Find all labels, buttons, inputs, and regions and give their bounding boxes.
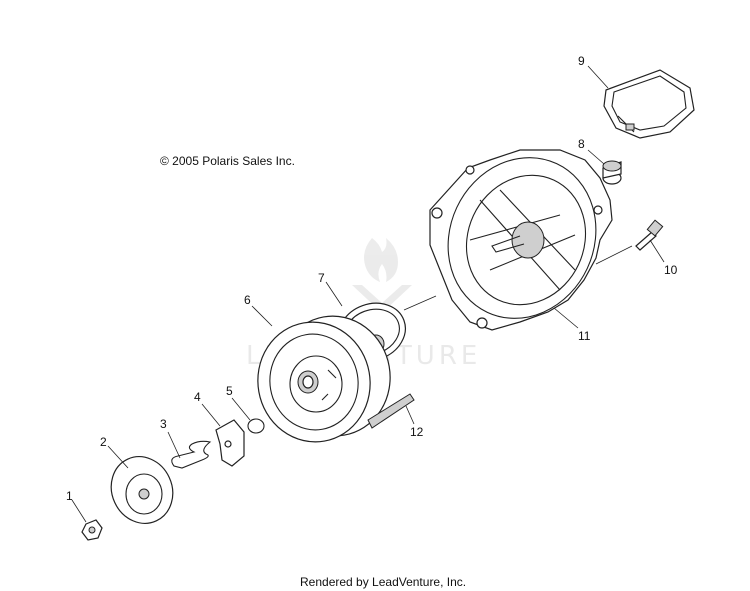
part-5-snap-ring[interactable]: [247, 418, 265, 434]
part-4-bracket[interactable]: [215, 419, 245, 467]
part-10-bolt[interactable]: [635, 219, 664, 251]
callout-8: 8: [578, 137, 585, 151]
callout-11: 11: [578, 329, 591, 343]
part-2-disc[interactable]: [100, 447, 183, 534]
callout-12: 12: [410, 425, 424, 439]
part-3-spring-clip[interactable]: [171, 440, 212, 469]
copyright-text: © 2005 Polaris Sales Inc.: [160, 154, 295, 168]
callout-5: 5: [226, 384, 233, 398]
callout-10: 10: [664, 263, 678, 277]
callouts: 1 2 3 4 5 6 7 8 9 10 11 12: [66, 54, 678, 503]
callout-6: 6: [244, 293, 251, 307]
callout-3: 3: [160, 417, 167, 431]
leader-lines: [71, 65, 665, 523]
callout-9: 9: [578, 54, 585, 68]
part-11-housing[interactable]: [422, 133, 622, 342]
footer-text: Rendered by LeadVenture, Inc.: [300, 575, 466, 589]
part-8-bushing[interactable]: [602, 160, 622, 185]
callout-4: 4: [194, 390, 201, 404]
part-6-pulley[interactable]: [248, 307, 399, 451]
part-12-strip[interactable]: [367, 393, 415, 429]
part-9-cap[interactable]: [603, 69, 695, 139]
callout-2: 2: [100, 435, 107, 449]
callout-1: 1: [66, 489, 73, 503]
callout-7: 7: [318, 271, 325, 285]
part-1-nut[interactable]: [81, 519, 103, 541]
